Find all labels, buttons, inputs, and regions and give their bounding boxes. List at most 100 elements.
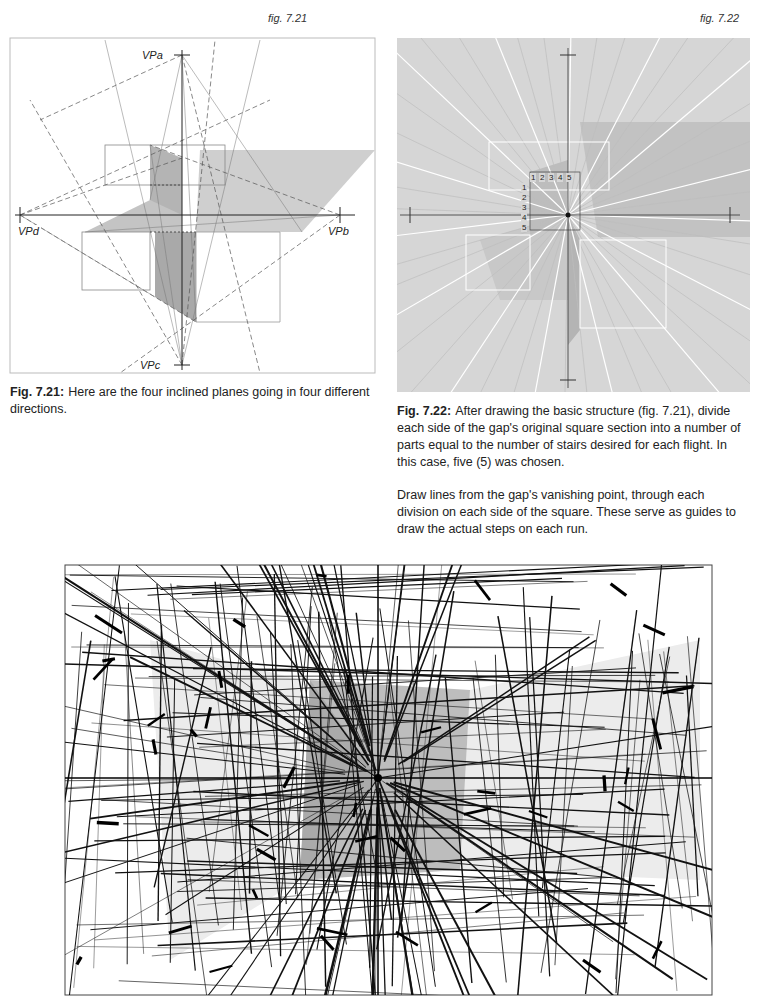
sketch-stroke xyxy=(249,825,268,836)
sketch-line xyxy=(72,605,582,631)
sketch-line xyxy=(65,754,646,788)
drawing-shape xyxy=(182,50,183,370)
sketch-line xyxy=(65,751,706,789)
guide-ray xyxy=(568,215,750,392)
division-number: 2 xyxy=(539,173,545,182)
sketch-stroke xyxy=(354,803,356,817)
caption-block: Draw lines from the gap's vanishing poin… xyxy=(397,487,747,538)
sketch-line xyxy=(615,680,640,980)
sketch-line xyxy=(379,721,712,778)
division-number: 3 xyxy=(521,203,527,212)
division-number: 4 xyxy=(521,213,527,222)
guide-ray xyxy=(397,215,568,263)
sketch-stroke xyxy=(476,903,492,913)
drawing-shape xyxy=(85,215,340,232)
drawing-shape xyxy=(730,207,731,223)
drawing-shape xyxy=(410,207,411,223)
sketch-line xyxy=(389,679,427,995)
sketch-line xyxy=(115,853,665,873)
sketch-line xyxy=(173,713,605,727)
sketch-line xyxy=(200,822,645,828)
drawing-shape xyxy=(120,215,340,373)
sketch-stroke xyxy=(253,889,257,898)
guide-ray xyxy=(397,215,568,326)
sketch-stroke xyxy=(347,675,350,694)
sketch-stroke xyxy=(317,575,327,576)
sketch-stroke xyxy=(97,823,119,824)
sketch-stroke xyxy=(233,619,245,627)
drawing-shape xyxy=(566,213,571,218)
horizon-line xyxy=(65,777,712,779)
sketch-stroke xyxy=(625,767,628,784)
sketch-line xyxy=(206,898,712,906)
sketch-stroke xyxy=(169,926,192,933)
drawing-shape xyxy=(174,365,190,366)
sketch-stroke xyxy=(317,928,347,934)
sketch-stroke xyxy=(153,739,156,754)
division-number: 1 xyxy=(530,173,536,182)
figure-number: fig. 7.21 xyxy=(268,12,307,24)
sketch-line xyxy=(260,810,365,995)
drawing-shape xyxy=(560,55,576,56)
sketch-line xyxy=(523,587,539,916)
sketch-line xyxy=(148,566,685,596)
sketch-stroke xyxy=(210,966,233,972)
figure-7-22 xyxy=(168,0,763,615)
sketch-line xyxy=(74,577,114,988)
sketch-line xyxy=(401,565,442,995)
sketch-line xyxy=(170,678,174,963)
sketch-stroke xyxy=(94,659,113,680)
drawing-shape xyxy=(568,48,569,388)
caption-block: Fig. 7.21:Here are the four inclined pla… xyxy=(10,384,378,418)
drawing-shape xyxy=(15,215,355,216)
sketch-line xyxy=(94,645,105,969)
caption-text: Draw lines from the gap's vanishing poin… xyxy=(397,488,736,536)
guide-ray xyxy=(495,215,568,392)
sketch-line xyxy=(65,858,655,885)
sketch-stroke xyxy=(257,849,276,860)
sketch-stroke xyxy=(611,584,627,596)
sketch-line xyxy=(77,946,635,954)
guide-ray xyxy=(397,38,568,215)
division-number: 4 xyxy=(557,173,563,182)
drawing-shape xyxy=(397,38,750,392)
sketch-line xyxy=(177,842,685,882)
drawing-shape xyxy=(340,207,341,223)
shape-group xyxy=(20,40,375,373)
sketch-stroke xyxy=(191,730,197,737)
sketch-line xyxy=(586,610,637,994)
sketch-stroke xyxy=(663,687,694,693)
sketch-stroke xyxy=(219,671,222,688)
guide-ray xyxy=(568,215,610,392)
sketch-stroke xyxy=(396,932,418,945)
vanishing-point xyxy=(374,774,382,782)
drawing-shape xyxy=(10,38,375,373)
sketch-line xyxy=(495,655,503,898)
guide-ray xyxy=(568,118,750,215)
sketch-line xyxy=(370,677,373,968)
sketch-line xyxy=(687,675,698,896)
sketch-stroke xyxy=(148,714,165,726)
division-number: 1 xyxy=(521,183,527,192)
guide-ray xyxy=(397,215,568,392)
drawing-shape xyxy=(105,40,182,365)
drawing-shape xyxy=(30,100,182,365)
sketch-stroke xyxy=(529,811,547,818)
sketch-stroke xyxy=(583,960,601,972)
sketch-stroke xyxy=(477,791,495,793)
guide-ray xyxy=(397,38,568,215)
caption-label: Fig. 7.22: xyxy=(397,404,451,418)
guide-ray xyxy=(568,215,750,392)
drawing-shape xyxy=(20,100,270,215)
caption-label: Fig. 7.21: xyxy=(10,385,64,399)
sketch-line xyxy=(65,632,82,884)
sketch-stroke xyxy=(653,719,661,750)
guide-ray xyxy=(397,42,568,215)
sketch-line xyxy=(166,787,364,914)
drawing-shape xyxy=(560,380,576,381)
guide-ray xyxy=(568,38,750,215)
drawing-shape xyxy=(150,232,196,233)
sketch-line xyxy=(65,641,91,896)
guide-ray xyxy=(459,38,568,215)
guide-ray xyxy=(397,97,568,215)
